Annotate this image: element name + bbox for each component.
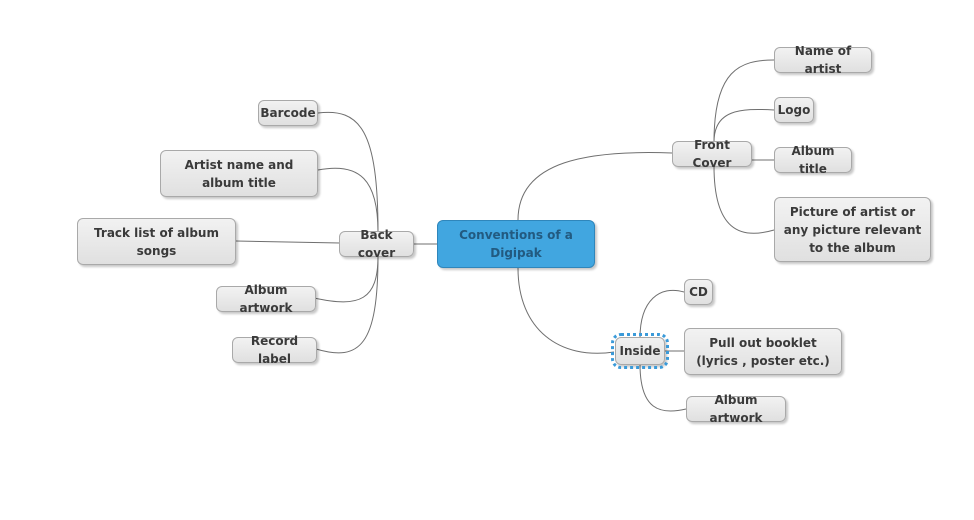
back-record-label-node[interactable]: Record label [232,334,317,366]
inside-album-artwork-node[interactable]: Album artwork [686,393,786,425]
link-back-album-artwork [313,255,379,303]
back-cover-node[interactable]: Back cover [339,228,414,260]
inside-cd-node[interactable]: CD [684,279,713,305]
link-root-front-cover [517,152,673,221]
link-front-name-of-artist [713,59,775,143]
link-front-logo [713,108,775,143]
link-back-record-label [315,255,379,354]
inside-node[interactable]: Inside [611,333,669,369]
root-node[interactable]: Conventions of a Digipak [437,220,595,268]
back-album-artwork-node[interactable]: Album artwork [216,283,316,315]
link-inside-cd [639,289,685,339]
front-picture-node[interactable]: Picture of artist or any picture relevan… [774,197,931,262]
front-name-of-artist-node[interactable]: Name of artist [774,44,872,76]
link-back-track-list [235,240,341,244]
back-barcode-node[interactable]: Barcode [258,100,318,126]
front-cover-node[interactable]: Front Cover [672,138,752,170]
link-back-artist-album [317,167,379,233]
front-album-title-node[interactable]: Album title [774,144,852,176]
inside-booklet-node[interactable]: Pull out booklet (lyrics , poster etc.) [684,328,842,375]
link-front-picture [713,165,775,234]
back-track-list-node[interactable]: Track list of album songs [77,218,236,265]
link-inside-album-artwork [639,363,687,412]
link-root-inside [517,267,615,354]
link-back-barcode [317,111,379,233]
front-logo-node[interactable]: Logo [774,97,814,123]
back-artist-album-node[interactable]: Artist name and album title [160,150,318,197]
